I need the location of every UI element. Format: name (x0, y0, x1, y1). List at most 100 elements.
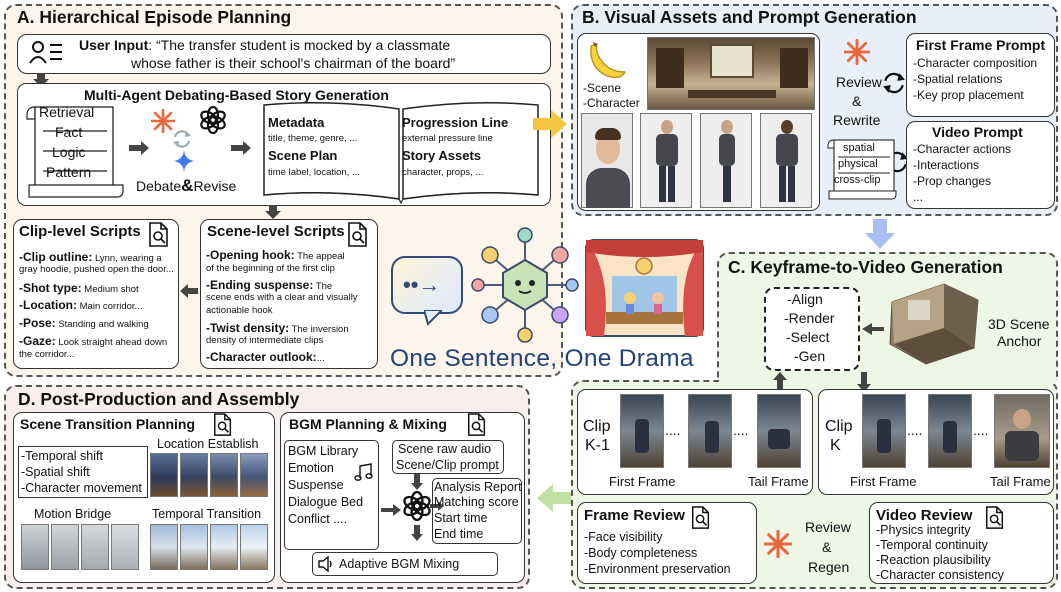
ffp-item: -Spatial relations (913, 72, 1003, 86)
progression-title: Progression Line (402, 115, 509, 130)
character-side-image (700, 113, 752, 208)
library-scene-image (647, 37, 815, 110)
location-frame (240, 453, 268, 497)
document-search-icon (348, 222, 367, 247)
constraints-scroll-icon (827, 139, 897, 200)
scene-transition-title: Scene Transition Planning (20, 416, 196, 432)
twist-density-text2: density of intermediate clips (206, 335, 324, 346)
report-item: Matching score (434, 495, 519, 509)
clip-prev-ellipsis: .... (665, 422, 681, 438)
ending-suspense: -Ending suspense: The (206, 278, 332, 292)
video-review-item: -Reaction plausibility (876, 553, 991, 567)
temporal-frame (150, 524, 178, 570)
frame-review-item: -Face visibility (584, 530, 663, 544)
temporal-frame (210, 524, 238, 570)
clip-shot-type: -Shot type: Medium shot (19, 281, 139, 295)
debate-title: Multi-Agent Debating-Based Story Generat… (84, 87, 389, 103)
ffp-item: -Character composition (913, 56, 1038, 70)
panel-a-title: A. Hierarchical Episode Planning (17, 7, 292, 27)
report-item: End time (434, 527, 484, 541)
step-align: -Align (787, 291, 823, 307)
progression-text: external pressure line (402, 133, 493, 144)
document-search-icon (986, 506, 1004, 529)
arrow-down-icon (411, 525, 423, 541)
openai-icon (403, 491, 431, 521)
music-note-icon (354, 463, 373, 481)
document-search-icon (468, 413, 486, 436)
bubble-dots: ••→ (403, 272, 441, 297)
bgm-library-item: Conflict .... (288, 512, 348, 526)
steps-box (764, 287, 860, 371)
arrow-right-icon (381, 504, 401, 516)
transition-list-box (18, 446, 148, 498)
report-item: Analysis Report (434, 480, 522, 494)
claude-icon (151, 109, 175, 133)
open-book-icon (263, 102, 539, 204)
first-frame-prompt-box (906, 33, 1055, 117)
video-review-item: -Temporal continuity (876, 538, 988, 552)
metadata-text: title, theme, genre, ... (268, 133, 358, 144)
transition-item: -Character movement (21, 481, 142, 495)
opening-hook-text2: of the beginning of the first clip (206, 263, 335, 274)
raw-audio-box (392, 440, 504, 474)
document-search-icon (214, 413, 232, 436)
document-search-icon (149, 222, 168, 247)
arrow-right-icon (129, 141, 149, 155)
ending-suspense-text2: scene ends with a clear and visually (206, 292, 358, 303)
video-review-box (869, 502, 1054, 584)
user-input-line2: whose father is their school's chairman … (131, 55, 456, 71)
video-review-item: -Character consistency (876, 568, 1004, 582)
arrow-down-icon (857, 372, 871, 392)
ending-suspense-text: The (313, 281, 333, 292)
motion-frame (51, 524, 79, 570)
bubble-tail-icon (424, 310, 442, 326)
claude-icon (844, 39, 870, 65)
twist-density-text: The inversion (289, 324, 349, 335)
temporal-frame (180, 524, 208, 570)
clip-outline: -Clip outline: Lynn, wearing a (19, 250, 162, 264)
clip-curr-label: Clip (825, 418, 853, 435)
anchor-label-line2: Anchor (997, 333, 1042, 349)
pose-text: Standing and walking (55, 319, 149, 330)
arrow-left-icon (180, 284, 198, 298)
panel-c-joint (719, 376, 1056, 384)
panel-b-title: B. Visual Assets and Prompt Generation (582, 7, 917, 27)
adaptive-mixing-box (312, 552, 498, 576)
vp-item: -Interactions (913, 158, 980, 172)
opening-hook: -Opening hook: The appeal (206, 248, 345, 262)
banana-icon (590, 42, 626, 78)
arrow-right-icon (430, 501, 444, 511)
clip-curr-mid-frame (928, 394, 972, 468)
location-frame (180, 453, 208, 497)
vp-item: ... (913, 190, 924, 204)
vp-item: -Prop changes (913, 174, 992, 188)
gemini-icon (173, 150, 195, 172)
arrow-right-icon (231, 141, 251, 155)
clip-outline-text2: gray hoodie, pushed open the door... (19, 264, 174, 275)
metadata-title: Metadata (268, 115, 325, 130)
opening-hook-text: The appeal (294, 251, 345, 262)
theater-stage-icon (585, 239, 704, 337)
bgm-library-item: BGM Library (288, 444, 359, 458)
arrow-down-icon (33, 73, 49, 87)
transition-item: -Temporal shift (21, 449, 103, 463)
clip-curr-tail-frame (994, 394, 1050, 468)
clip-gaze-text2: the corridor... (19, 349, 75, 360)
first-frame-label: First Frame (609, 474, 676, 489)
temporal-frame (240, 524, 268, 570)
clip-curr-ellipsis: .... (973, 422, 989, 438)
character-outlook-text: ... (316, 353, 325, 364)
adaptive-mixing-label: Adaptive BGM Mixing (339, 557, 460, 571)
analysis-report-box (432, 478, 522, 544)
neural-network-icon (471, 227, 579, 343)
scroll-item-pattern: Pattern (46, 164, 92, 180)
scroll-item-fact: Fact (55, 124, 83, 140)
motion-frame (21, 524, 49, 570)
location-label: -Location: (19, 298, 77, 312)
scene-plan-title: Scene Plan (268, 148, 338, 163)
document-search-icon (692, 506, 710, 529)
video-review-title: Video Review (876, 507, 973, 524)
clip-prev-label: Clip (583, 418, 611, 435)
user-input-label: User Input (79, 37, 149, 53)
raw-audio-label: Scene raw audio (398, 442, 492, 456)
